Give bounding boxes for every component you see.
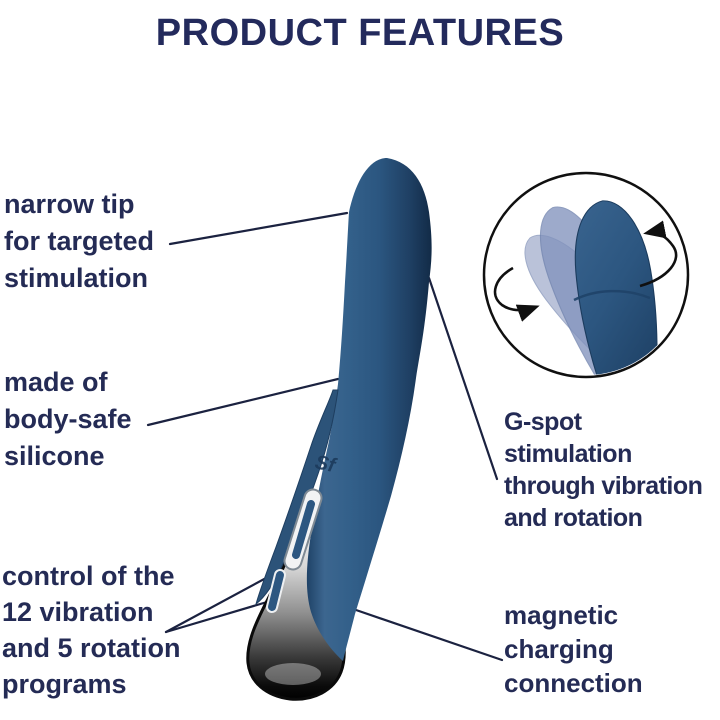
callout-lines [146, 211, 504, 662]
vibration-button [292, 500, 315, 559]
callout-narrow-tip: narrow tip for targeted stimulation [4, 189, 155, 293]
callout-controls: control of the 12 vibration and 5 rotati… [2, 561, 181, 699]
line-body-safe [146, 377, 340, 427]
callout-body-safe: made of body-safe silicone [4, 367, 132, 471]
product-body [306, 158, 432, 661]
product-illustration: Sf [246, 158, 432, 701]
rotation-arrow-right-icon [639, 220, 678, 288]
control-buttons [266, 488, 323, 613]
line-g-spot [427, 276, 499, 481]
rotation-inset [482, 171, 690, 379]
line-narrow-tip [168, 211, 349, 246]
line-controls-lower [164, 597, 279, 634]
product-flap [255, 389, 339, 606]
line-magnetic [354, 608, 504, 662]
callout-g-spot: G-spot stimulation through vibration and… [504, 408, 703, 532]
rotation-button [268, 571, 284, 611]
page-title: PRODUCT FEATURES [155, 12, 565, 54]
charging-base-highlight [265, 663, 321, 685]
callout-magnetic: magnetic charging connection [504, 600, 643, 698]
rotation-arrow-left-icon [493, 266, 540, 322]
tip-seam [573, 289, 651, 302]
